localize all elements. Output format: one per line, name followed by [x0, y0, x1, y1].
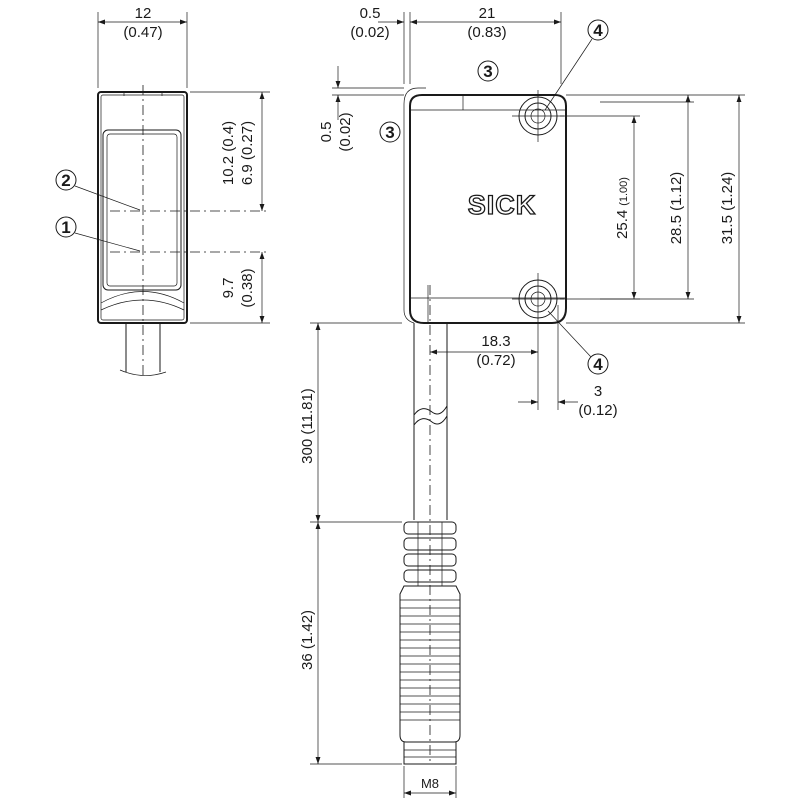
callout-4-top: 4: [544, 19, 609, 111]
dim-36: 36 (1.42): [299, 610, 316, 670]
callout-3-side: 3: [379, 121, 401, 143]
svg-text:3: 3: [483, 62, 492, 81]
dim-31-5: 31.5 (1.24): [719, 172, 736, 245]
svg-text:1: 1: [61, 218, 70, 237]
side-view: SICK: [399, 87, 567, 765]
dim-0-5-top-inch: (0.02): [350, 24, 389, 41]
sick-logo: SICK: [468, 190, 537, 220]
dim-21-value: 21: [479, 5, 496, 22]
mounting-hole-bottom: [512, 273, 564, 325]
dim-10-2: 10.2 (0.4): [220, 121, 237, 185]
dim-3-inch: (0.12): [578, 402, 617, 419]
dim-12-inch: (0.47): [123, 24, 162, 41]
dim-m8: M8: [403, 766, 457, 798]
dim-18-3-value: 18.3: [481, 333, 510, 350]
callout-1: 1: [55, 216, 141, 252]
dim-0-5-side-inch: (0.02): [337, 112, 354, 151]
dim-side-right: 25.4 (1.00) 28.5 (1.12) 31.5 (1.24): [560, 94, 745, 324]
side-housing: [409, 94, 567, 324]
dim-width-12: 12 (0.47): [97, 5, 188, 88]
dim-cable-lengths: 300 (11.81) 36 (1.42): [299, 322, 402, 765]
dim-28-5: 28.5 (1.12): [668, 172, 685, 245]
thread-label: M8: [421, 776, 439, 791]
dim-9-7-inch: (0.38): [239, 268, 256, 307]
callout-3-top: 3: [477, 60, 499, 82]
dim-3: 3 (0.12): [518, 305, 618, 419]
front-view: [97, 85, 266, 376]
svg-text:4: 4: [593, 21, 603, 40]
dim-0-5-side-value: 0.5: [318, 122, 335, 143]
svg-text:3: 3: [385, 123, 394, 142]
dim-300: 300 (11.81): [299, 388, 316, 464]
dim-side-top: 0.5 (0.02) 21 (0.83): [350, 5, 562, 84]
dim-front-vertical: 10.2 (0.4) 6.9 (0.27) 9.7 (0.38): [190, 91, 270, 324]
dim-18-3: 18.3 (0.72): [430, 325, 539, 410]
callout-4-bottom: 4: [547, 310, 609, 375]
front-housing: [97, 91, 188, 324]
svg-text:4: 4: [593, 355, 603, 374]
mounting-hole-top: [512, 90, 564, 142]
dim-3-value: 3: [594, 383, 602, 400]
dim-25-4: 25.4 (1.00): [614, 177, 631, 239]
front-optics-window: [102, 129, 182, 291]
dim-9-7-value: 9.7: [220, 278, 237, 299]
dim-12-value: 12: [135, 5, 152, 22]
dim-6-9: 6.9 (0.27): [239, 121, 256, 185]
svg-text:2: 2: [61, 171, 70, 190]
dim-18-3-inch: (0.72): [476, 352, 515, 369]
dim-21-inch: (0.83): [467, 24, 506, 41]
callout-2: 2: [55, 169, 141, 211]
dim-0-5-top-value: 0.5: [360, 5, 381, 22]
m8-connector: [399, 521, 461, 765]
dim-side-0-5: 0.5 (0.02): [318, 66, 404, 152]
